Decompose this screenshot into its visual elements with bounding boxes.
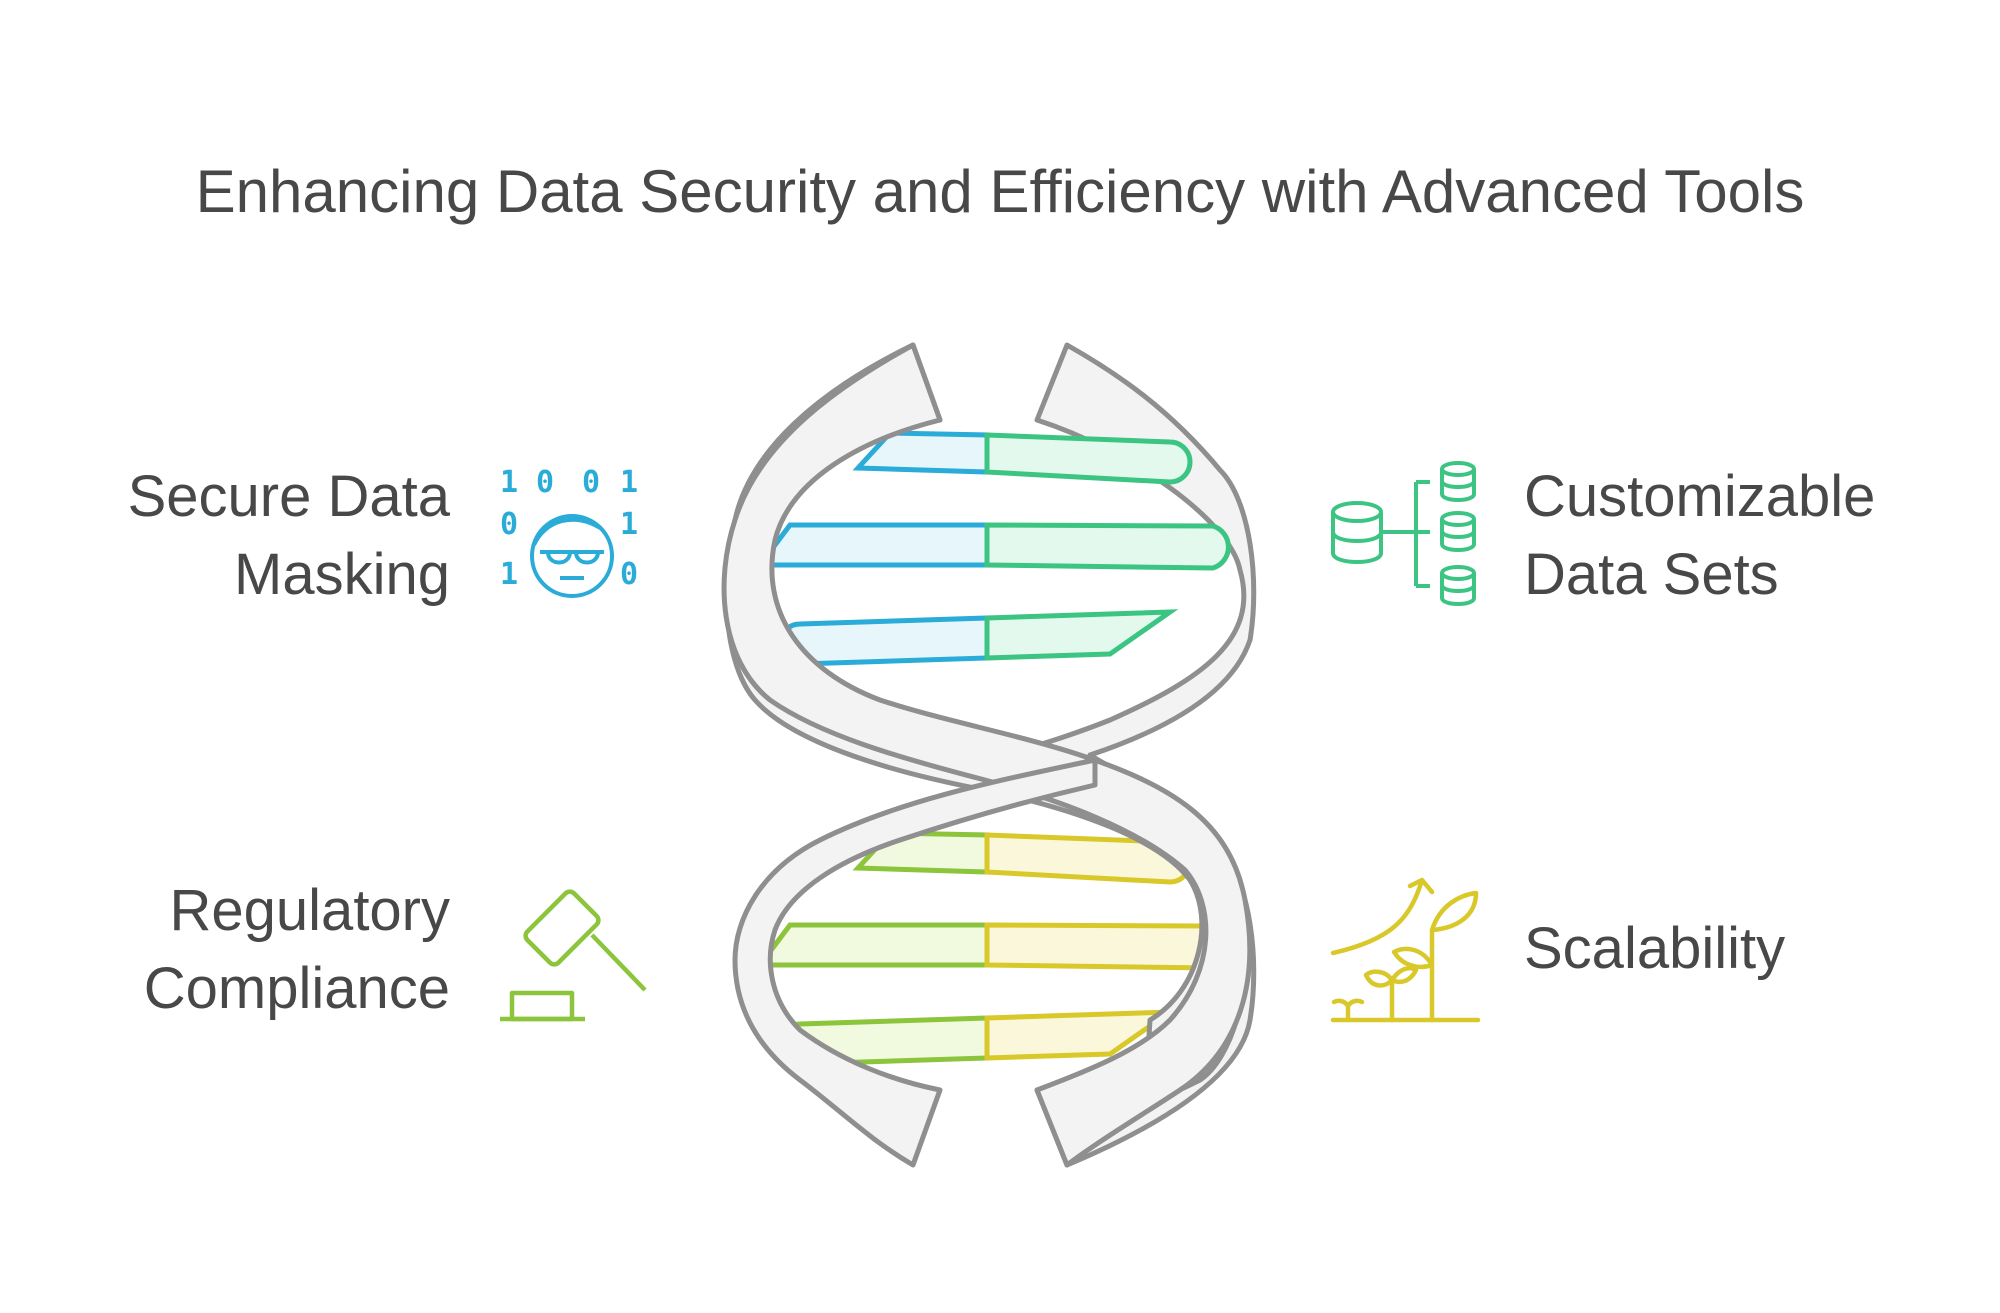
- rung-right-segment: [984, 432, 1193, 485]
- glasses: [540, 550, 604, 565]
- rung-left-segment: [755, 522, 990, 568]
- label-line: Secure Data: [127, 464, 450, 529]
- database-tree-icon: [1331, 461, 1476, 606]
- tall-leaf-top: [1429, 890, 1479, 933]
- gavel-block: [509, 990, 575, 1022]
- face-outline: [530, 514, 614, 598]
- label-line: Compliance: [143, 956, 450, 1021]
- label-line: Scalability: [1524, 916, 1786, 981]
- gavel-head: [523, 889, 601, 967]
- rung-right-segment: [984, 1009, 1179, 1061]
- label-regulatory-compliance: Regulatory Compliance: [144, 872, 450, 1028]
- rung-3: [777, 609, 1179, 667]
- sprout: [1331, 998, 1365, 1023]
- label-line: Regulatory: [169, 878, 450, 943]
- hair: [532, 517, 602, 546]
- mid-leaf: [1363, 965, 1419, 988]
- gavel-handle: [590, 933, 647, 992]
- tree-connector: [1381, 480, 1430, 588]
- binary-digit: 0: [620, 557, 638, 592]
- tall-leaf-side: [1391, 946, 1435, 970]
- rung-2: [755, 522, 1231, 571]
- binary-digit: 1: [620, 507, 638, 542]
- label-line: Masking: [234, 542, 450, 607]
- small-db-body: [1440, 519, 1476, 552]
- rung-right-segment: [984, 609, 1179, 661]
- gavel-icon: [500, 889, 647, 1022]
- database-top: [1331, 501, 1383, 523]
- small-db-top: [1440, 511, 1476, 527]
- rung-right-segment: [984, 922, 1231, 971]
- label-line: Data Sets: [1524, 542, 1779, 607]
- database-body: [1331, 512, 1383, 564]
- rung-1: [852, 430, 1193, 485]
- label-line: Customizable: [1524, 464, 1876, 529]
- binary-digit: 1: [620, 465, 638, 500]
- label-scalability: Scalability: [1524, 910, 1785, 988]
- binary-digit: 0: [500, 507, 518, 542]
- small-db-body: [1440, 573, 1476, 606]
- rung-5: [755, 922, 1231, 971]
- helix-strand-crossover: [721, 342, 1253, 1168]
- rung-right-segment: [984, 522, 1231, 571]
- diagram-title: Enhancing Data Security and Efficiency w…: [195, 158, 1805, 225]
- growing-plant-icon: [1330, 877, 1481, 1023]
- rung-left-segment: [755, 922, 990, 968]
- masked-person-binary-icon: 1 0 0 1 0 1 1 0: [500, 465, 638, 598]
- label-secure-data-masking: Secure Data Masking: [128, 458, 450, 614]
- binary-digit: 1: [500, 465, 518, 500]
- small-db-top: [1440, 461, 1476, 477]
- binary-digit: 0: [582, 465, 600, 500]
- rung-group-bottom: [755, 830, 1231, 1067]
- helix-strand-lower-left: [732, 757, 1098, 1168]
- growth-arrow: [1330, 877, 1435, 956]
- small-db-top: [1440, 565, 1476, 581]
- binary-digit: 0: [536, 465, 554, 500]
- small-db-body: [1440, 469, 1476, 502]
- binary-digit: 1: [500, 557, 518, 592]
- label-customizable-data-sets: Customizable Data Sets: [1524, 458, 1875, 614]
